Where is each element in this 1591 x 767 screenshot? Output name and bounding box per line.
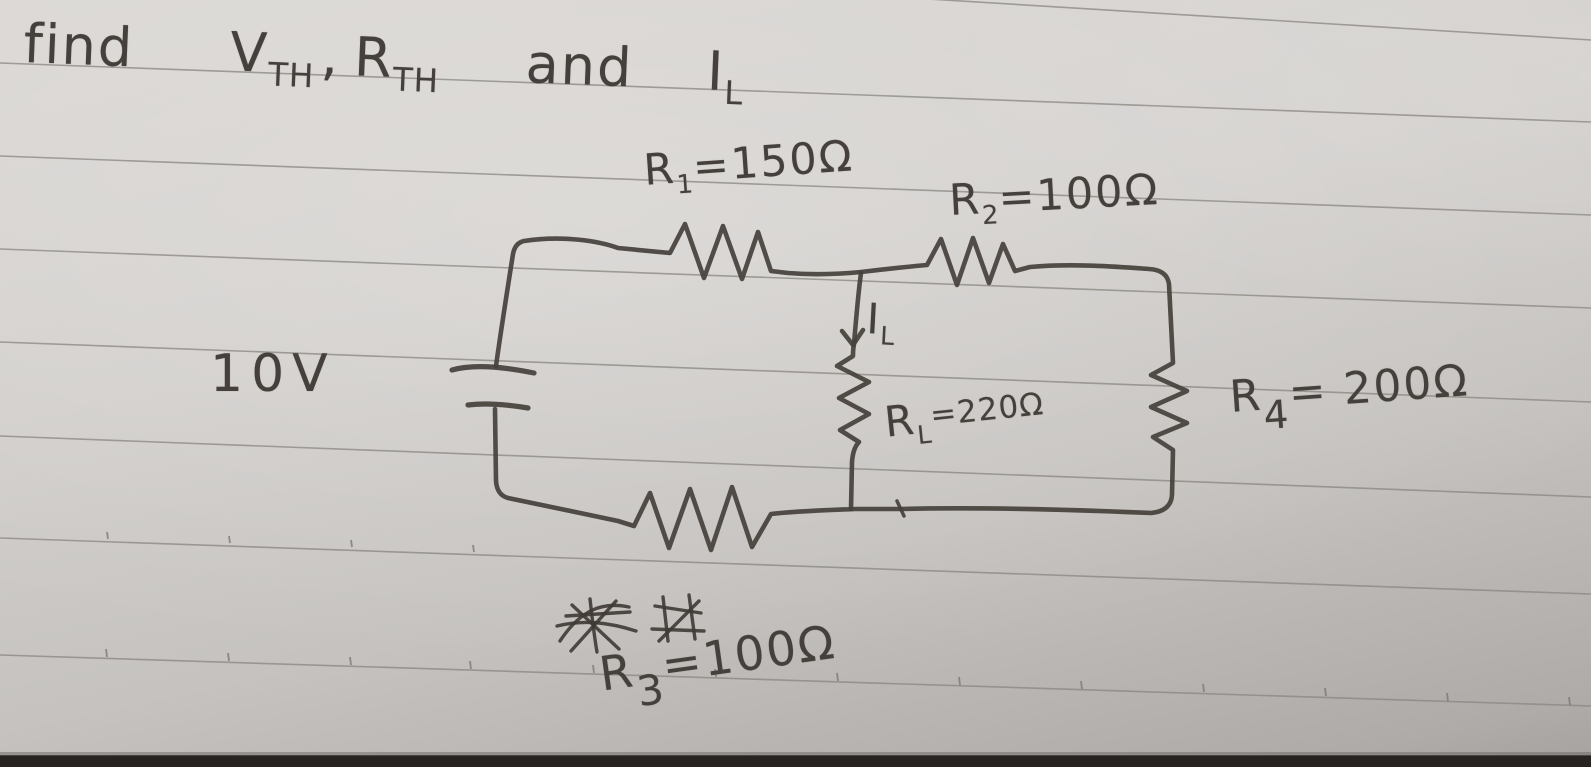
scribble-crossed-out-text	[555, 593, 706, 654]
battery-plate-short	[465, 401, 531, 411]
title-rth: RTH	[353, 25, 440, 101]
r2-label: R2=100Ω	[948, 164, 1161, 232]
title-il: IL	[705, 39, 745, 113]
photo-bottom-edge-fade	[0, 752, 1591, 756]
load-current-label: IL	[865, 294, 897, 352]
title-and: and	[524, 32, 635, 100]
main-loop-wire-with-r1-r2-r4-r3	[492, 221, 1190, 553]
load-branch-wire-with-rl	[834, 270, 872, 512]
title-vth: VTH	[228, 20, 316, 96]
photo-bottom-edge	[0, 755, 1591, 767]
ruled-lines	[0, 0, 1591, 707]
battery-plate-long	[449, 364, 537, 376]
voltage-source-label: 10V	[210, 344, 336, 404]
junction-tick	[895, 499, 906, 518]
ruler-tick-marks	[105, 531, 1571, 706]
title-comma: ,	[319, 23, 342, 88]
title-find: find	[22, 12, 136, 80]
current-arrow-icon	[839, 327, 866, 348]
